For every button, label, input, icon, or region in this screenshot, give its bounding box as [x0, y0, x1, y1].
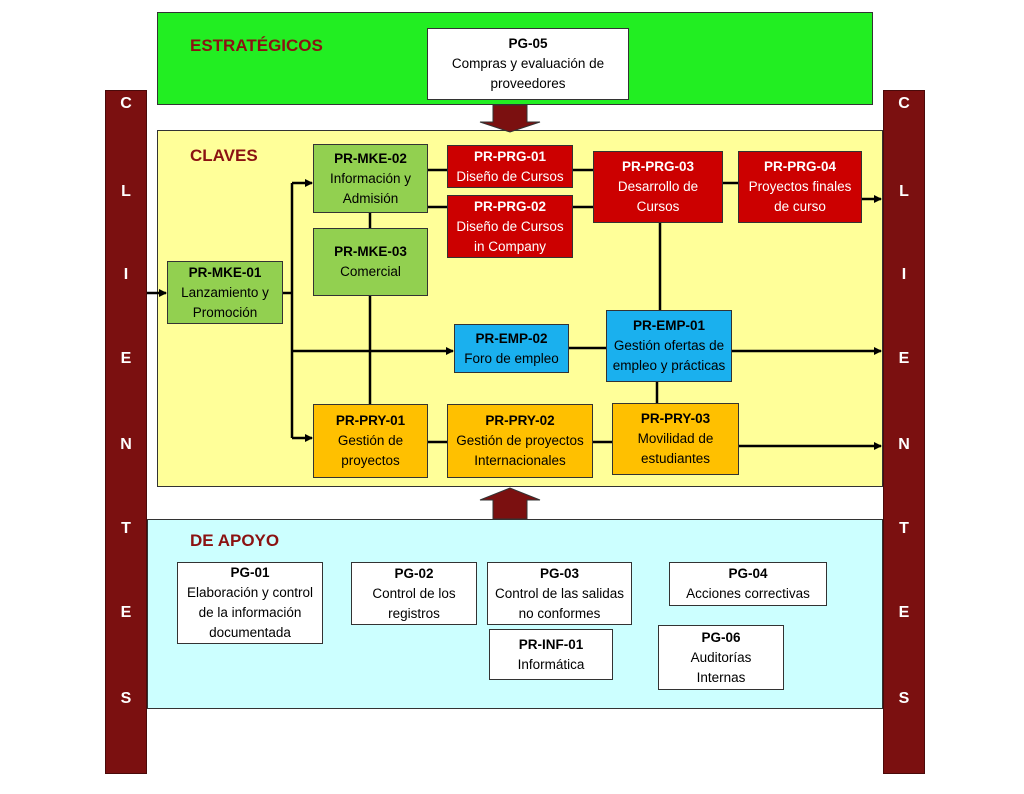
process-code: PR-PRY-02 — [485, 413, 555, 428]
process-label: Diseño de Cursos — [456, 218, 564, 234]
process-label: Auditorías — [690, 649, 752, 665]
process-label: de curso — [774, 199, 826, 214]
process-box-pg01: PG-01 Elaboración y control de la inform… — [177, 562, 323, 644]
process-code: PR-PRG-01 — [473, 148, 546, 164]
process-label: estudiantes — [640, 451, 711, 466]
client-letter: N — [898, 436, 910, 453]
process-label: empleo y prácticas — [612, 358, 726, 373]
client-letter: T — [899, 520, 909, 537]
process-label: Foro de empleo — [464, 350, 559, 366]
process-box-emp01: PR-EMP-01 Gestión ofertas de empleo y pr… — [606, 310, 732, 382]
process-label: Control de los — [372, 585, 456, 601]
process-label: Cursos — [636, 199, 680, 214]
process-label: proveedores — [490, 76, 566, 91]
process-code: PR-EMP-01 — [632, 318, 705, 333]
process-code: PR-PRG-02 — [473, 198, 546, 214]
process-label: Control de las salidas — [494, 585, 625, 601]
client-letter: E — [120, 350, 132, 367]
process-code: PR-MKE-03 — [334, 244, 407, 259]
process-label: Diseño de Cursos — [456, 168, 564, 184]
process-box-pg03: PG-03 Control de las salidas no conforme… — [487, 562, 632, 625]
process-label: Desarrollo de — [617, 179, 699, 194]
process-box-mke02: PR-MKE-02 Información y Admisión — [313, 144, 428, 213]
clients-column-left — [105, 90, 147, 774]
clients-column-right — [883, 90, 925, 774]
client-letter: N — [120, 436, 132, 453]
process-box-emp02: PR-EMP-02 Foro de empleo — [454, 324, 569, 373]
process-box-prg03: PR-PRG-03 Desarrollo de Cursos — [593, 151, 723, 223]
client-letter: E — [120, 604, 132, 621]
process-box-pg04: PG-04 Acciones correctivas — [669, 562, 827, 606]
process-label: Informática — [517, 656, 585, 672]
process-box-pg05: PG-05 Compras y evaluación de proveedore… — [427, 28, 629, 100]
process-code: PG-03 — [539, 565, 580, 581]
process-label: Comercial — [340, 264, 401, 279]
process-box-prg01: PR-PRG-01 Diseño de Cursos — [447, 145, 573, 188]
process-label: Proyectos finales — [748, 179, 852, 194]
process-code: PR-PRG-03 — [621, 159, 694, 174]
client-letter: S — [120, 690, 132, 707]
process-code: PG-06 — [701, 629, 741, 645]
client-letter: I — [901, 266, 907, 283]
process-label: de la información — [198, 605, 302, 620]
process-label: Admisión — [342, 190, 399, 206]
process-label: Compras y evaluación de — [451, 56, 605, 71]
process-label: in Company — [473, 238, 547, 254]
process-label: Promoción — [192, 304, 258, 320]
process-box-pry03: PR-PRY-03 Movilidad de estudiantes — [612, 403, 739, 475]
support-to-key-arrow — [479, 487, 541, 520]
process-label: registros — [388, 605, 440, 621]
process-box-mke03: PR-MKE-03 Comercial — [313, 228, 428, 296]
process-code: PR-PRY-01 — [335, 413, 406, 428]
client-letter: C — [120, 95, 132, 112]
process-code: PR-MKE-02 — [334, 150, 407, 166]
process-label: Gestión de proyectos — [456, 433, 584, 448]
process-label: proyectos — [341, 453, 400, 468]
process-code: PR-PRY-03 — [640, 411, 711, 426]
process-code: PG-05 — [508, 36, 548, 51]
strategic-to-key-arrow — [479, 104, 541, 133]
process-box-prg04: PR-PRG-04 Proyectos finales de curso — [738, 151, 862, 223]
client-letter: S — [898, 690, 910, 707]
strategic-title: ESTRATÉGICOS — [190, 36, 323, 55]
process-code: PR-INF-01 — [518, 636, 584, 652]
process-box-pg02: PG-02 Control de los registros — [351, 562, 477, 625]
client-letter: I — [123, 266, 129, 283]
process-code: PR-PRG-04 — [763, 159, 836, 174]
client-letter: L — [899, 183, 909, 200]
process-code: PG-01 — [230, 565, 270, 580]
client-letter: E — [898, 604, 910, 621]
process-label: Gestión de — [337, 433, 404, 448]
process-code: PG-02 — [394, 565, 434, 581]
client-letter: L — [121, 183, 131, 200]
process-box-prg02: PR-PRG-02 Diseño de Cursos in Company — [447, 195, 573, 258]
process-box-pry01: PR-PRY-01 Gestión de proyectos — [313, 404, 428, 478]
client-letter: T — [121, 520, 131, 537]
process-label: Gestión ofertas de — [613, 338, 725, 353]
support-title: DE APOYO — [190, 531, 280, 550]
process-box-pry02: PR-PRY-02 Gestión de proyectos Internaci… — [447, 404, 593, 478]
client-letter: C — [898, 95, 910, 112]
process-label: Acciones correctivas — [686, 586, 810, 601]
process-label: Internas — [696, 669, 746, 685]
process-label: Información y — [329, 170, 412, 186]
process-box-pg06: PG-06 Auditorías Internas — [658, 625, 784, 690]
process-code: PR-MKE-01 — [188, 264, 262, 280]
process-code: PR-EMP-02 — [475, 330, 548, 346]
process-label: Lanzamiento y — [181, 284, 269, 300]
process-box-mke01: PR-MKE-01 Lanzamiento y Promoción — [167, 261, 283, 324]
process-label: no conformes — [518, 605, 601, 621]
process-code: PG-04 — [728, 566, 768, 581]
key-title: CLAVES — [190, 146, 258, 165]
process-label: Elaboración y control — [186, 585, 314, 600]
process-label: Movilidad de — [637, 431, 714, 446]
process-label: documentada — [209, 625, 291, 640]
client-letter: E — [898, 350, 910, 367]
process-label: Internacionales — [474, 453, 566, 468]
process-box-inf01: PR-INF-01 Informática — [489, 629, 613, 680]
